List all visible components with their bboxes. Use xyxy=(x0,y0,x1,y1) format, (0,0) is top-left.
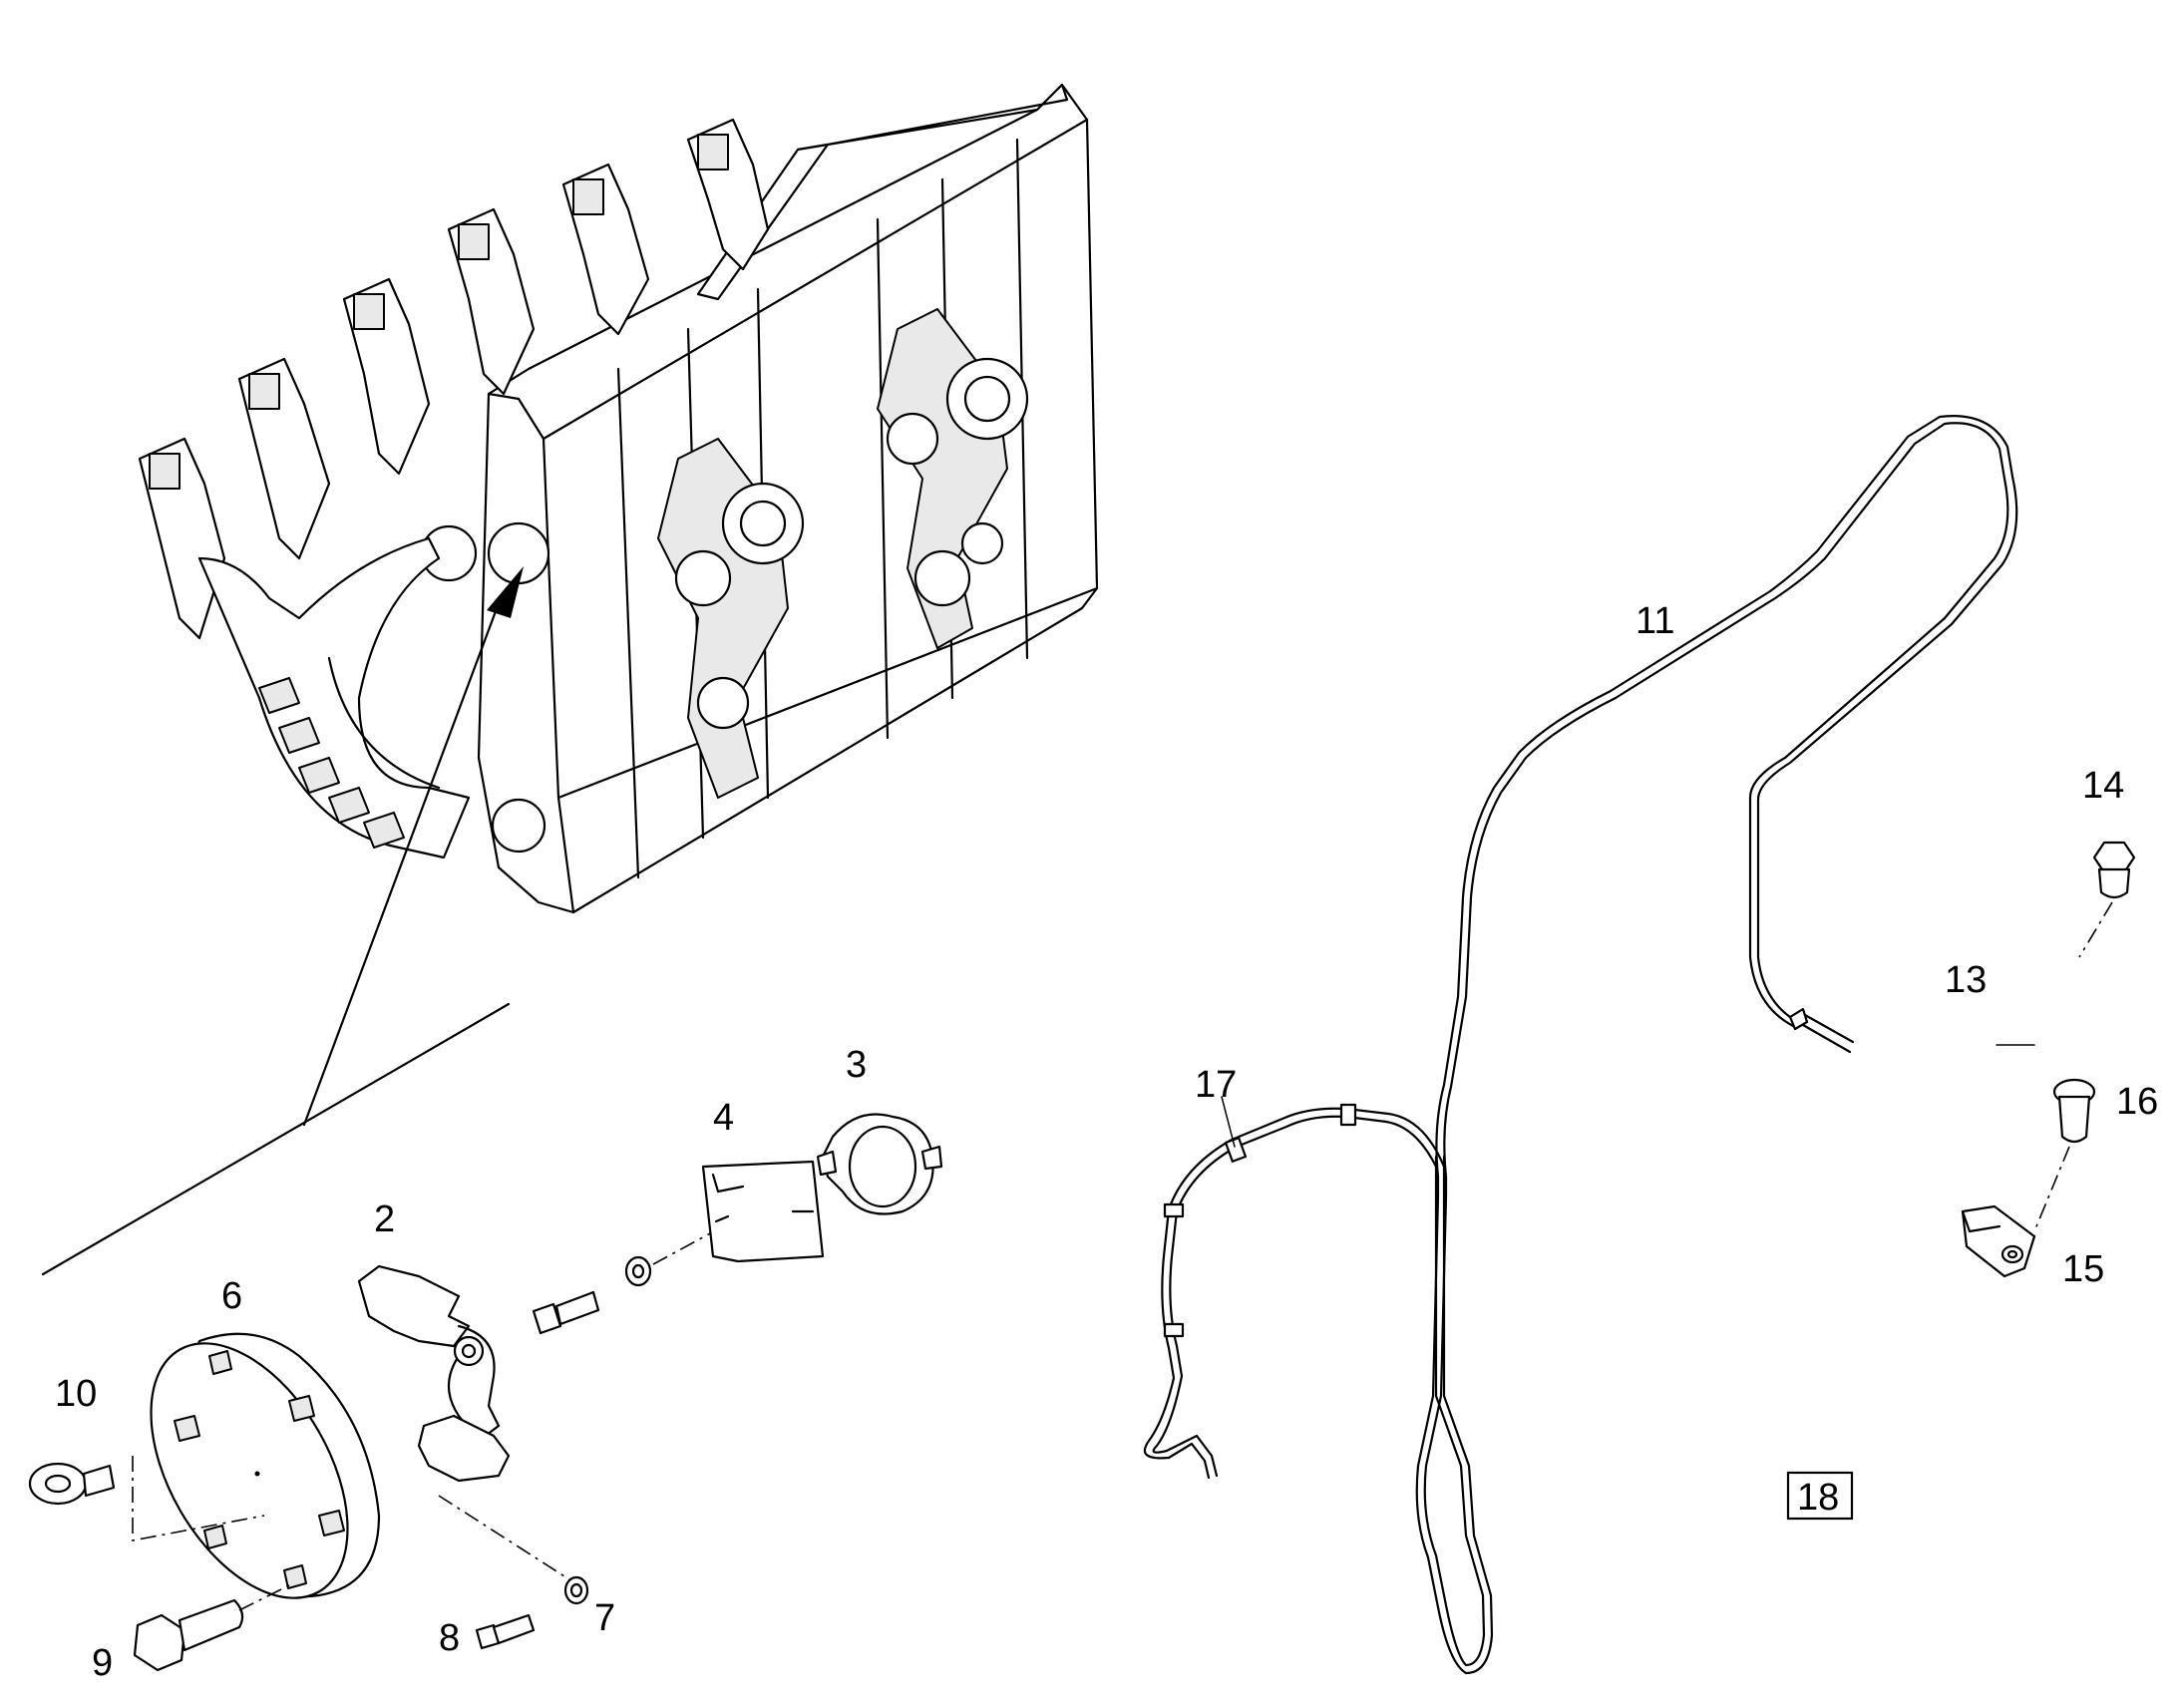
callout-16: 16 xyxy=(2116,1081,2158,1123)
part-8-bolt xyxy=(475,1613,536,1650)
callout-11: 11 xyxy=(1635,600,1674,642)
callout-9: 9 xyxy=(92,1642,113,1684)
part-15-clip xyxy=(1961,1204,2036,1278)
callout-2: 2 xyxy=(374,1198,395,1240)
part-14-plug xyxy=(2078,841,2136,958)
callout-13: 13 xyxy=(1945,959,1987,1001)
callout-labels: 2 3 4 6 7 8 9 10 11 13 14 15 16 17 18 xyxy=(55,600,2158,1684)
part-9-hex-bolt xyxy=(133,1584,290,1672)
callout-10: 10 xyxy=(55,1373,97,1415)
part-17-hose xyxy=(1143,1096,1446,1480)
part-2-lock-plate xyxy=(357,1264,579,1586)
callout-6: 6 xyxy=(221,1275,242,1317)
part-16-pin xyxy=(2033,1078,2096,1232)
callout-18: 18 xyxy=(1797,1477,1839,1519)
part-10-eye-bolt xyxy=(28,1456,265,1541)
callout-4: 4 xyxy=(713,1097,734,1139)
part-4-plate xyxy=(701,1160,825,1263)
callout-18-box xyxy=(1786,1471,1854,1521)
detail-leader xyxy=(41,566,524,1276)
part-3-gasket xyxy=(816,1113,943,1215)
callout-7: 7 xyxy=(594,1597,615,1639)
callout-14: 14 xyxy=(2082,765,2124,807)
part-7-washer xyxy=(563,1575,589,1605)
fastener-bolt-washer xyxy=(532,1225,724,1335)
part-11-hose xyxy=(1415,415,2018,1675)
callout-15: 15 xyxy=(2062,1248,2104,1290)
bucket-assembly xyxy=(138,83,1099,914)
callout-8: 8 xyxy=(439,1617,460,1659)
callout-17: 17 xyxy=(1195,1064,1237,1106)
callout-3: 3 xyxy=(846,1044,867,1086)
bucket-teeth xyxy=(138,118,770,640)
part-6-cover-disc xyxy=(150,1332,381,1599)
